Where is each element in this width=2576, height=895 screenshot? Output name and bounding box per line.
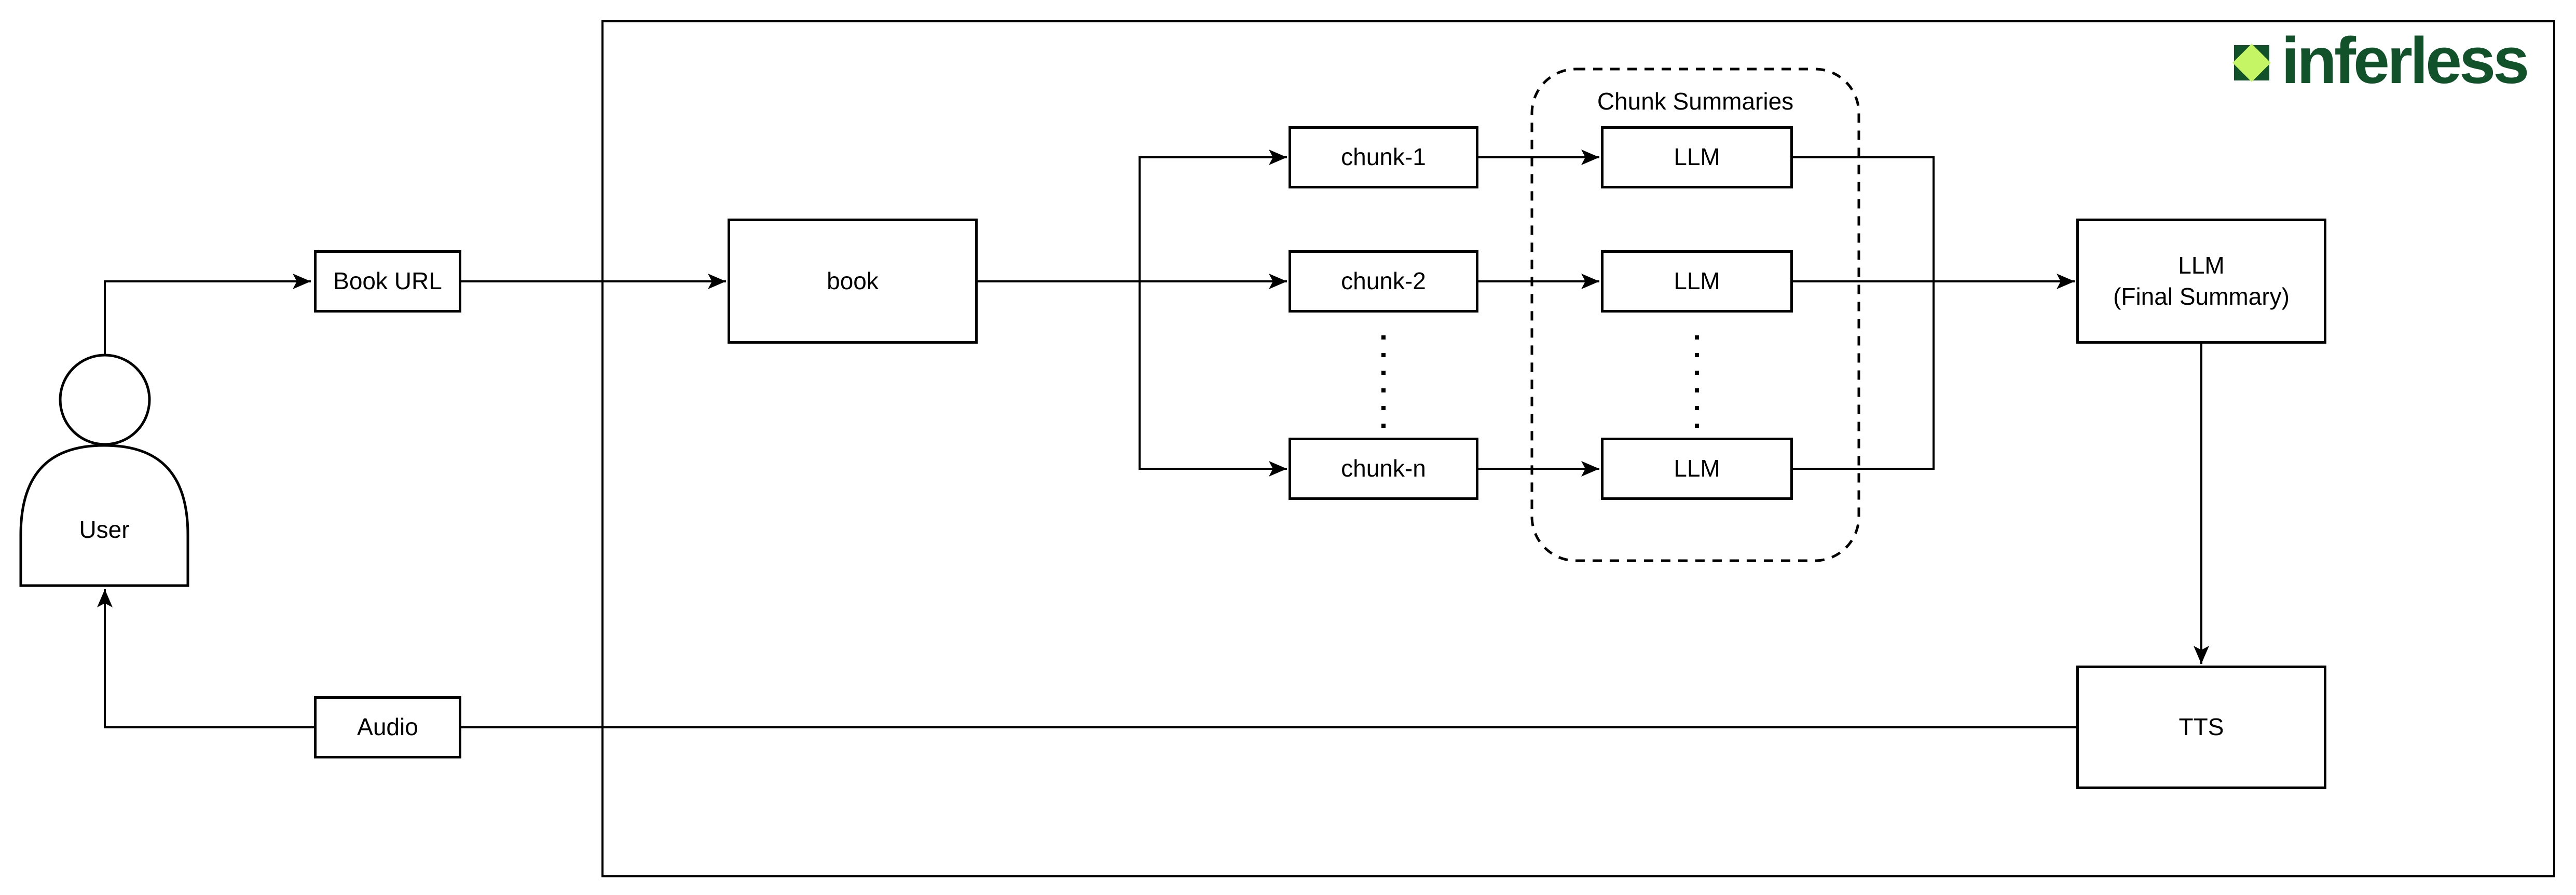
edge-user-to-bookurl: [104, 274, 311, 355]
edge-llm-merge: [1793, 156, 1935, 470]
edge-audio-to-user: [97, 589, 314, 728]
node-llm-n: LLM: [1601, 438, 1793, 500]
node-audio: Audio: [314, 696, 461, 758]
node-llm-2: LLM: [1601, 250, 1793, 313]
node-chunk-n: chunk-n: [1289, 438, 1478, 500]
outer-container-border: [601, 20, 2555, 877]
node-book-url: Book URL: [314, 250, 461, 313]
user-actor-label: User: [79, 516, 130, 543]
chunk-summaries-dashed-border: [1530, 67, 1860, 562]
node-chunk-1: chunk-1: [1289, 126, 1478, 188]
node-tts: TTS: [2076, 666, 2326, 789]
node-chunk-2: chunk-2: [1289, 250, 1478, 313]
node-llm-1: LLM: [1601, 126, 1793, 188]
edge-book-to-chunkn: [1139, 281, 1287, 477]
user-actor-head: [59, 354, 151, 446]
user-actor-body: [19, 444, 189, 587]
inferless-logo: inferless: [2229, 24, 2529, 97]
chunk-summaries-group-label: Chunk Summaries: [1597, 88, 1794, 115]
node-book: book: [728, 219, 978, 344]
inferless-diamond-icon: [2232, 44, 2271, 82]
inferless-logo-text: inferless: [2281, 24, 2529, 97]
edge-book-to-chunk1: [1139, 150, 1287, 281]
node-llm-final-summary: LLM (Final Summary): [2076, 219, 2326, 344]
